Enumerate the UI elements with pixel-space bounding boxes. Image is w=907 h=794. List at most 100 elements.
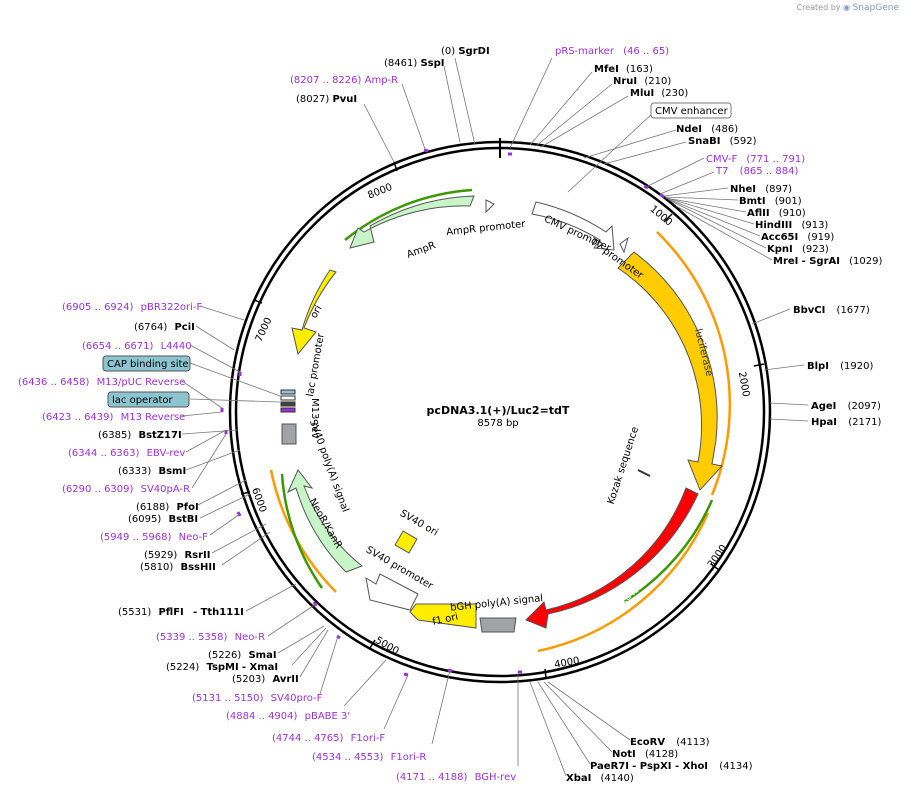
- tdtomato-orange-arc: [537, 512, 710, 653]
- site-mrei: MreI - SgrAI (1029): [773, 256, 883, 267]
- site-nhei: NheI (897): [730, 184, 792, 195]
- snapgene-credit: Created by ◉ SnapGene: [797, 3, 900, 13]
- site-tspmi: (5224) TspMI - XmaI: [166, 662, 278, 673]
- cmv-enhancer-text: CMV enhancer: [655, 106, 729, 117]
- cap-binding-site-text: CAP binding site: [107, 359, 189, 370]
- sv40-promoter-arrow: [365, 573, 419, 611]
- site-sspi: (8461) SspI: [384, 58, 445, 69]
- site-ndei: NdeI (486): [676, 124, 738, 135]
- site-agei: AgeI (2097): [811, 401, 881, 412]
- kozak-feature: [637, 469, 651, 477]
- cmv-promoter-arrow: [531, 201, 615, 251]
- plasmid-length: 8578 bp: [477, 418, 518, 429]
- site-neo-r: (5339 .. 5358) Neo-R: [156, 632, 265, 643]
- site-labels: (0) SgrDI (8461) SspI (8207 .. 8226) Amp…: [18, 46, 883, 784]
- site-smai: (5226) SmaI: [208, 650, 277, 661]
- credit-brand: SnapGene: [852, 3, 899, 13]
- ori-feature-arrow: [291, 269, 337, 356]
- boxed-label-cmv-enhancer: CMV enhancer: [650, 102, 732, 119]
- m13-rev-feature: [280, 401, 296, 407]
- site-pcii: (6764) PciI: [134, 322, 195, 333]
- tick-label-8000: 8000: [366, 182, 394, 202]
- sv40-polya-feature: [281, 423, 297, 445]
- site-prs-marker: pRS-marker (46 .. 65): [555, 46, 669, 57]
- neor-green-arc: [280, 473, 324, 589]
- tick-1000: 1000: [648, 204, 675, 229]
- lac-operator-text: lac operator: [112, 395, 173, 406]
- lac-promoter-feature: [280, 395, 296, 401]
- site-m13-puc-reverse: (6436 .. 6458) M13/pUC Reverse: [18, 377, 185, 388]
- site-m13-reverse: (6423 .. 6439) M13 Reverse: [42, 412, 185, 423]
- site-blpi: BlpI (1920): [807, 361, 873, 372]
- luciferase-orange-arc: [656, 231, 732, 496]
- site-cmvf: CMV-F (771 .. 791): [706, 154, 805, 165]
- label-kozak: Kozak sequence: [606, 426, 641, 506]
- tick-label-1000: 1000: [648, 204, 675, 229]
- site-pbabe3: (4884 .. 4904) pBABE 3': [226, 711, 350, 722]
- label-ampr: AmpR: [405, 240, 437, 261]
- site-sv40pro-f: (5131 .. 5150) SV40pro-F: [192, 693, 323, 704]
- luciferase-feature-arrow: [617, 251, 723, 491]
- label-ampr-promoter: AmpR promoter: [446, 219, 527, 238]
- site-snabi: SnaBI (592): [688, 136, 757, 147]
- site-pfoi: (6188) PfoI: [136, 502, 199, 513]
- site-bgh-rev: (4171 .. 4188) BGH-rev: [396, 772, 516, 783]
- credit-prefix: Created by: [796, 3, 841, 12]
- site-neo-f: (5949 .. 5968) Neo-F: [100, 532, 208, 543]
- tick-label-7000: 7000: [254, 316, 275, 344]
- label-bgh-polya: bGH poly(A) signal: [450, 593, 544, 614]
- site-sv40pa-r: (6290 .. 6309) SV40pA-R: [62, 484, 190, 495]
- boxed-label-cap-binding-site: CAP binding site: [102, 355, 191, 372]
- site-bsmi: (6333) BsmI: [118, 466, 186, 477]
- site-ebv-rev: (6344 .. 6363) EBV-rev: [68, 448, 185, 459]
- site-hpai: HpaI (2171): [811, 417, 882, 428]
- cap-site-feature: [280, 389, 296, 395]
- tick-label-3000: 3000: [706, 543, 730, 570]
- site-mlui: MluI (230): [630, 88, 688, 99]
- site-pvui: (8027) PvuI: [296, 94, 357, 105]
- site-rsrii: (5929) RsrII: [144, 550, 210, 561]
- site-ecorv: EcoRV (4113): [630, 737, 710, 748]
- site-bbvci: BbvCI (1677): [793, 305, 870, 316]
- site-bstz17i: (6385) BstZ17I: [98, 430, 182, 441]
- site-pflfi: (5531) PflFI - Tth111I: [118, 607, 244, 618]
- ampr-feature-arrow: [349, 195, 475, 249]
- site-acc65i: Acc65I (919): [761, 232, 834, 243]
- site-xbai: XbaI (4140): [566, 773, 634, 784]
- tick-2000: 2000: [736, 363, 765, 398]
- site-mfei: MfeI (163): [594, 64, 653, 75]
- leader-lines: [181, 57, 809, 777]
- site-aflii: AflII (910): [747, 208, 806, 219]
- neor-feature-arrow: [286, 469, 363, 573]
- site-avrii: (5203) AvrII: [232, 674, 299, 685]
- site-bstbi: (6095) BstBI: [128, 514, 198, 525]
- f1-ori-feature-arrow: [409, 603, 477, 629]
- tick-4000: 4000: [544, 656, 580, 679]
- ampr-promoter-arrow: [485, 199, 495, 214]
- site-pbr322ori-f: (6905 .. 6924) pBR322ori-F: [62, 302, 202, 313]
- label-f1-ori: f1 ori: [431, 612, 459, 628]
- site-l4440: (6654 .. 6671) L4440: [82, 341, 192, 352]
- site-f1ori-r: (4534 .. 4553) F1ori-R: [312, 752, 426, 763]
- tdtomato-feature-arrow: [525, 487, 699, 629]
- site-ampr-primer: (8207 .. 8226) Amp-R: [290, 75, 398, 86]
- site-f1ori-f: (4744 .. 4765) F1ori-F: [272, 733, 385, 744]
- lac-operator-feature: [280, 407, 296, 413]
- snapgene-logo-icon: ◉: [843, 3, 851, 12]
- tick-label-2000: 2000: [736, 371, 751, 398]
- site-hindiii: HindIII (913): [755, 220, 828, 231]
- tick-3000: 3000: [706, 543, 730, 571]
- site-nrui: NruI (210): [613, 76, 671, 87]
- site-kpni: KpnI (923): [767, 244, 829, 255]
- site-bsshii: (5810) BssHII: [140, 562, 216, 573]
- tdtomato-green-arc: [623, 499, 714, 604]
- tick-label-4000: 4000: [553, 656, 580, 671]
- plasmid-name: pcDNA3.1(+)/Luc2=tdT: [427, 404, 570, 417]
- site-sgrdi: (0) SgrDI: [441, 46, 490, 57]
- site-paer7i: PaeR7I - PspXI - XhoI (4134): [590, 761, 753, 772]
- site-bmti: BmtI (901): [739, 196, 802, 207]
- site-noti: NotI (4128): [612, 749, 678, 760]
- label-m13-rev: M13 rev: [309, 398, 320, 439]
- tick-5000: 5000: [369, 635, 401, 657]
